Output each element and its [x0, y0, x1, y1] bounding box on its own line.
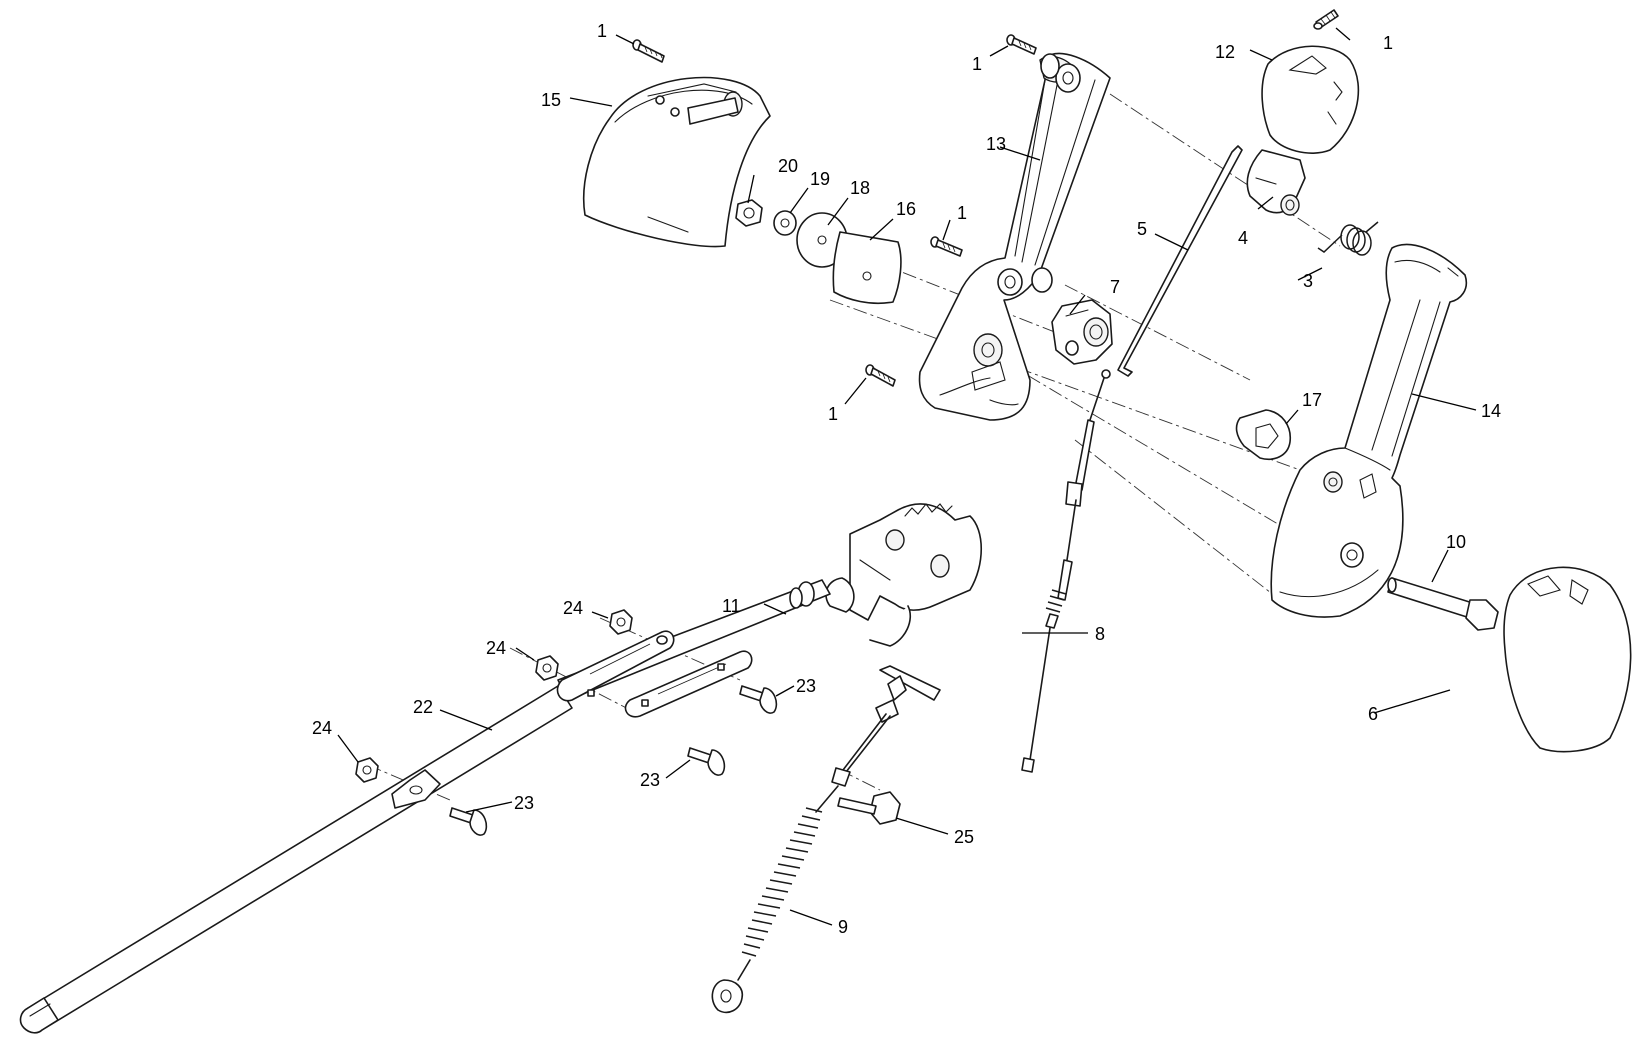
callout-1-right: 1	[1383, 33, 1393, 53]
part-23-bolt-a	[739, 685, 778, 714]
part-23-bolt-c	[449, 807, 488, 836]
part-16-plate	[832, 231, 902, 305]
part-7-pivot	[1051, 299, 1113, 365]
callout-14: 14	[1481, 401, 1501, 421]
link-bar-lower	[624, 650, 753, 718]
link-bar-upper	[556, 630, 675, 702]
part-17-bushing	[1235, 409, 1291, 460]
part-14-right-handle	[1270, 243, 1468, 618]
callout-20: 20	[778, 156, 798, 176]
part-1-screw-right	[1313, 9, 1339, 30]
part-1-screw-top-left	[632, 39, 665, 63]
part-20-nut	[735, 199, 763, 227]
part-6-grip-cover	[1503, 566, 1632, 753]
callout-6: 6	[1368, 704, 1378, 724]
callout-16: 16	[896, 199, 916, 219]
part-24-nut-a	[609, 609, 633, 635]
callout-9: 9	[838, 917, 848, 937]
part-5-rod	[1117, 145, 1243, 377]
callout-24-b: 24	[486, 638, 506, 658]
part-24-nut-c	[355, 757, 379, 783]
part-10-bolt	[1387, 577, 1499, 631]
part-25-bolt	[837, 791, 901, 825]
callout-10: 10	[1446, 532, 1466, 552]
assembly-axis-lines	[367, 93, 1341, 801]
part-9-cable-spring	[711, 665, 941, 1014]
callout-leaders	[337, 27, 1477, 926]
callout-7: 7	[1110, 277, 1120, 297]
part-1-screw-lower-handle	[865, 364, 896, 387]
part-12-grip-cap	[1261, 45, 1360, 154]
callout-22: 22	[413, 697, 433, 717]
part-8-cable	[1021, 369, 1111, 773]
callout-1-mid-handle: 1	[957, 203, 967, 223]
callout-1-top-left: 1	[597, 21, 607, 41]
part-1-screw-mid-handle	[930, 236, 963, 257]
part-19-washer	[773, 210, 797, 236]
callout-3: 3	[1303, 271, 1313, 291]
callout-5: 5	[1137, 219, 1147, 239]
callout-23-c: 23	[514, 793, 534, 813]
callout-24-c: 24	[312, 718, 332, 738]
part-23-bolt-b	[687, 747, 726, 776]
part-13-left-handle	[918, 52, 1111, 421]
callout-23-b: 23	[640, 770, 660, 790]
callout-numbers: 1 1 1 1 1 3 4 5 6 7 8 9 10 11 12 13 14 1…	[312, 21, 1501, 937]
part-24-nut-b	[535, 655, 559, 681]
part-15-handle-cover	[582, 76, 771, 248]
callout-8: 8	[1095, 624, 1105, 644]
callout-13: 13	[986, 134, 1006, 154]
callout-24-a: 24	[563, 598, 583, 618]
callout-4: 4	[1238, 228, 1248, 248]
callout-17: 17	[1302, 390, 1322, 410]
part-22-main-rod	[19, 685, 573, 1034]
callout-1-upper-handle: 1	[972, 54, 982, 74]
callout-23-a: 23	[796, 676, 816, 696]
callout-12: 12	[1215, 42, 1235, 62]
callout-1-lower-handle: 1	[828, 404, 838, 424]
callout-19: 19	[810, 169, 830, 189]
callout-11: 11	[722, 596, 741, 616]
part-1-screw-upper-handle	[1006, 34, 1037, 55]
part-3-spring	[1317, 221, 1379, 256]
callout-25: 25	[954, 827, 974, 847]
part-4-latch	[1246, 149, 1306, 216]
callout-15: 15	[541, 90, 561, 110]
callout-18: 18	[850, 178, 870, 198]
